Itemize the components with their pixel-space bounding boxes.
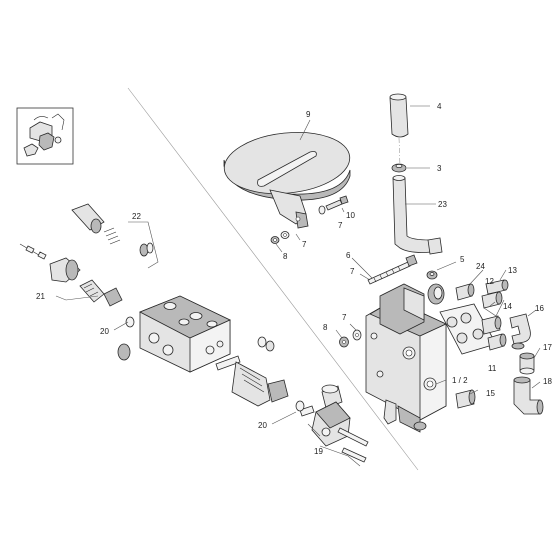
part-10-bolt — [318, 195, 349, 215]
part-20-ring-lower — [295, 400, 305, 412]
callout-7a: 7 — [338, 221, 343, 230]
callout-7b: 7 — [302, 240, 307, 249]
part-16-elbow-fitting — [509, 313, 531, 350]
callout-19: 19 — [314, 447, 323, 456]
section-divider-line — [127, 87, 419, 471]
callout-7d: 7 — [342, 313, 347, 322]
callout-17: 17 — [543, 343, 552, 352]
callout-13: 13 — [508, 266, 517, 275]
callout-16: 16 — [535, 304, 544, 313]
part-4-handle-knob — [389, 93, 409, 167]
callout-6: 6 — [346, 251, 351, 260]
callout-18: 18 — [543, 377, 552, 386]
part-12-fitting — [481, 291, 503, 309]
part-18-tee-fitting — [513, 376, 544, 415]
part-13-fitting — [485, 279, 509, 295]
callout-24: 24 — [476, 262, 485, 271]
callout-labels: 9 4 3 23 10 7 7 8 6 5 7 24 13 12 14 16 7… — [36, 102, 552, 456]
part-24-fitting — [455, 283, 475, 301]
part-7-washer-valve — [352, 329, 362, 341]
part-23-lever-rod — [392, 175, 443, 255]
part-17-fitting — [519, 352, 535, 375]
part-19-linkage — [311, 384, 369, 463]
left-valve-block — [139, 295, 231, 373]
callout-3: 3 — [437, 164, 442, 173]
part-14-fitting — [481, 315, 507, 351]
part-9-pedal-plate — [223, 132, 351, 229]
callout-20a: 20 — [100, 327, 109, 336]
callout-8b: 8 — [323, 323, 328, 332]
callout-23: 23 — [438, 200, 447, 209]
part-5-nut — [426, 270, 438, 280]
callout-5: 5 — [460, 255, 465, 264]
callout-9: 9 — [306, 110, 311, 119]
leader-lines — [55, 105, 541, 467]
callout-7c: 7 — [350, 267, 355, 276]
callout-20b: 20 — [258, 421, 267, 430]
callout-10: 10 — [346, 211, 355, 220]
part-6-long-bolt — [367, 254, 418, 285]
part-21-spool-housing — [19, 243, 135, 361]
callout-12: 12 — [485, 277, 494, 286]
part-8-nut-valve — [339, 336, 349, 348]
callout-22: 22 — [132, 212, 141, 221]
callout-15: 15 — [486, 389, 495, 398]
callout-8a: 8 — [283, 252, 288, 261]
part-3-nut — [391, 163, 407, 173]
part-1-2-valve-body — [365, 283, 447, 433]
callout-21: 21 — [36, 292, 45, 301]
part-8-nut-left — [270, 231, 290, 244]
overview-thumbnail — [16, 107, 74, 165]
lower-spool-assembly — [215, 336, 315, 417]
callout-11: 11 — [488, 364, 497, 373]
callout-14: 14 — [503, 302, 512, 311]
part-22-spool-spring — [71, 203, 154, 257]
callout-4: 4 — [437, 102, 442, 111]
callout-1-2: 1 / 2 — [452, 376, 468, 385]
